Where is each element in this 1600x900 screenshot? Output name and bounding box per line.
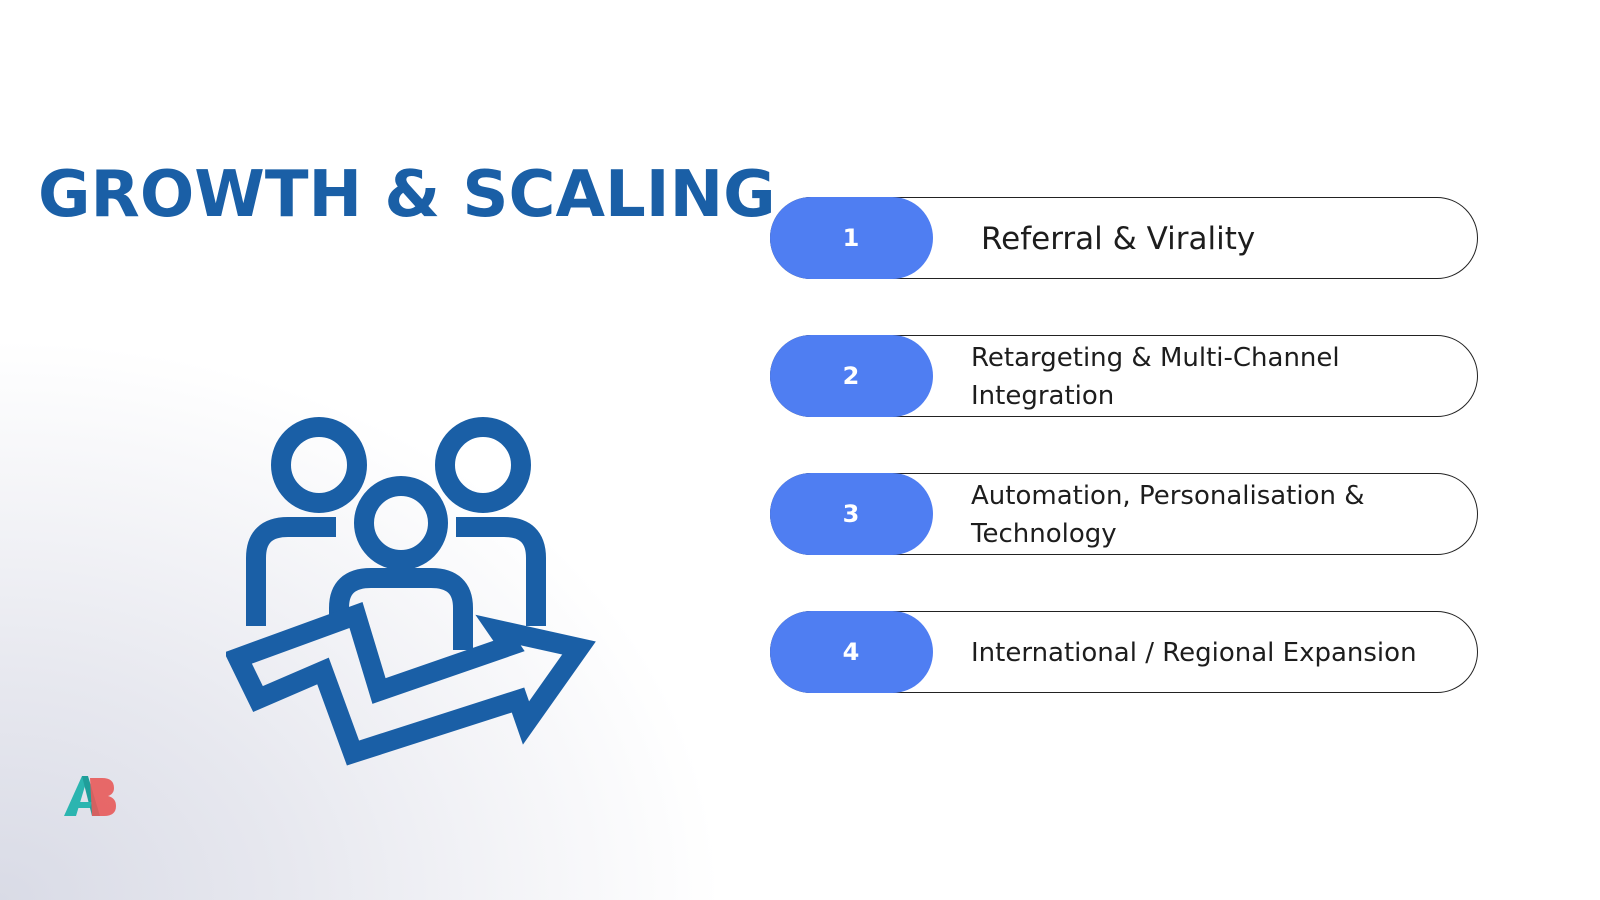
step-number-badge: 1 [769,196,933,279]
step-item-4: 4 International / Regional Expansion [769,610,1478,693]
step-label: International / Regional Expansion [971,638,1417,668]
step-label: Referral & Virality [981,221,1256,257]
step-number-badge: 2 [769,334,933,417]
step-label: Automation, Personalisation & Technology [971,481,1365,549]
step-label: Retargeting & Multi-Channel Integration [971,343,1340,411]
step-item-3: 3 Automation, Personalisation & Technolo… [769,472,1478,555]
team-growth-arrow-icon [224,408,596,778]
ab-logo [62,770,118,820]
step-item-1: 1 Referral & Virality [769,196,1478,279]
step-number-badge: 4 [769,610,933,693]
step-number-badge: 3 [769,472,933,555]
slide-title: GROWTH & SCALING [38,158,776,232]
step-item-2: 2 Retargeting & Multi-Channel Integratio… [769,334,1478,417]
